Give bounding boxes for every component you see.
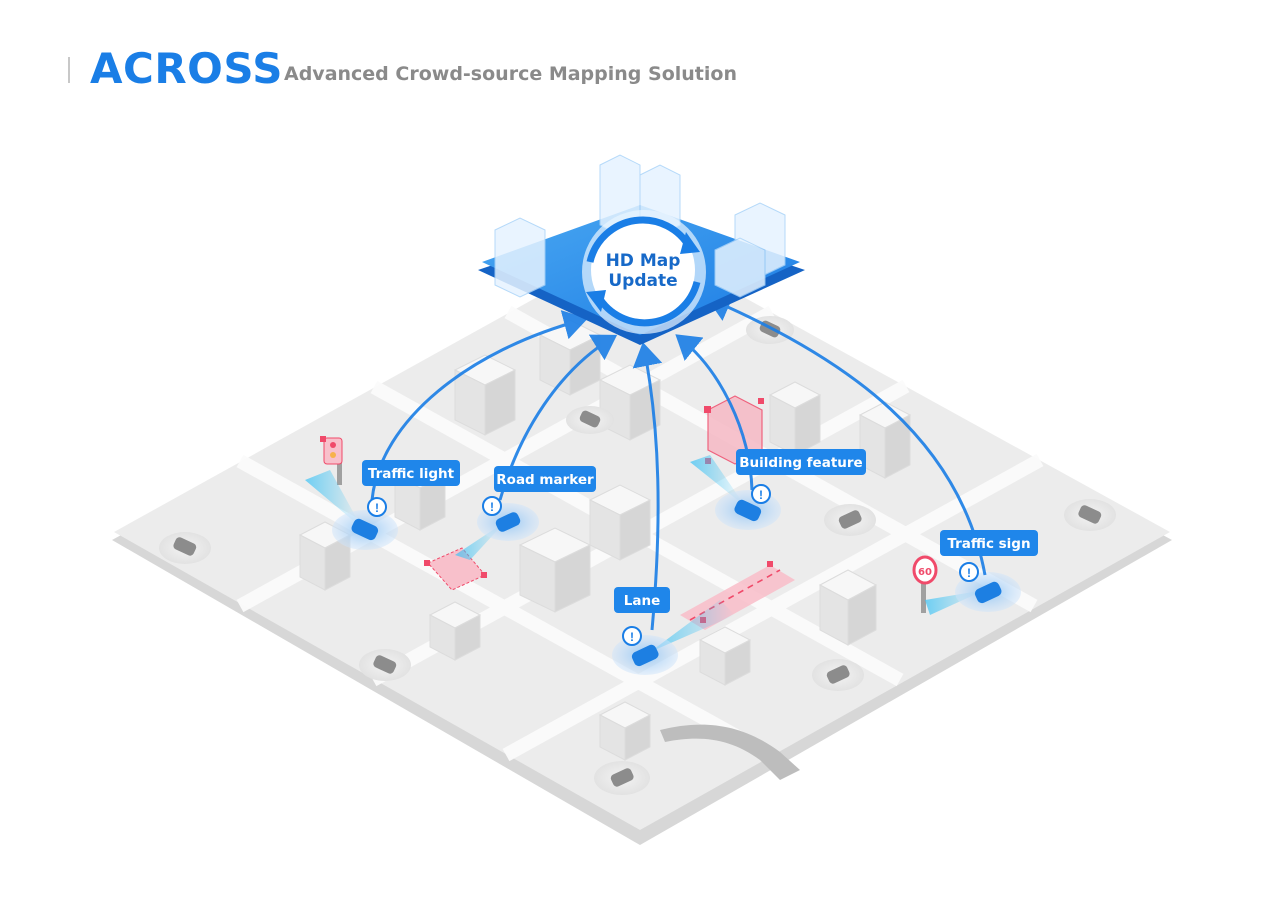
- hd-map-hub: HD Map Update: [478, 154, 805, 345]
- car: [359, 649, 411, 681]
- alert-icon: !: [490, 500, 494, 514]
- car: [824, 504, 876, 536]
- alert-icon: !: [759, 488, 763, 502]
- car: [1064, 499, 1116, 531]
- label-road-marker: Road marker: [494, 466, 596, 492]
- arrow-traffic-sign: [706, 293, 987, 576]
- label-traffic-sign: Traffic sign: [940, 530, 1038, 556]
- label-lane: Lane: [614, 587, 670, 613]
- car: [159, 532, 211, 564]
- traffic-light-icon: [320, 436, 343, 485]
- label-traffic-light: Traffic light: [362, 460, 460, 486]
- label-traffic-sign-text: Traffic sign: [947, 536, 1030, 552]
- alert-icon: !: [630, 630, 634, 644]
- speed-limit-value: 60: [918, 567, 932, 578]
- probe-car-building-feature: !: [715, 484, 781, 530]
- car: [566, 406, 614, 434]
- probe-car-traffic-sign: !: [955, 562, 1021, 612]
- car: [594, 761, 650, 795]
- probe-car-road-marker: !: [477, 496, 539, 541]
- alert-icon: !: [375, 501, 379, 515]
- feature-labels: Traffic light Road marker Building featu…: [362, 449, 1038, 613]
- label-building-feature: Building feature: [736, 449, 866, 475]
- hub-title-line2: Update: [608, 271, 677, 291]
- buildings: [298, 319, 912, 761]
- alert-icon: !: [967, 566, 971, 580]
- brand-subtitle: Advanced Crowd-source Mapping Solution: [284, 63, 737, 85]
- label-building-feature-text: Building feature: [739, 455, 862, 471]
- brand-title: ACROSS: [90, 44, 283, 93]
- title-divider: [68, 57, 70, 83]
- label-traffic-light-text: Traffic light: [368, 466, 455, 482]
- car: [812, 659, 864, 691]
- probe-car-traffic-light: !: [332, 497, 398, 550]
- label-lane-text: Lane: [624, 593, 660, 609]
- traffic-sign-icon: 60: [912, 555, 938, 613]
- hub-title-line1: HD Map: [606, 251, 681, 271]
- probe-car-lane: !: [612, 626, 678, 675]
- label-road-marker-text: Road marker: [496, 472, 594, 488]
- probe-cars: ! ! ! ! !: [332, 484, 1021, 675]
